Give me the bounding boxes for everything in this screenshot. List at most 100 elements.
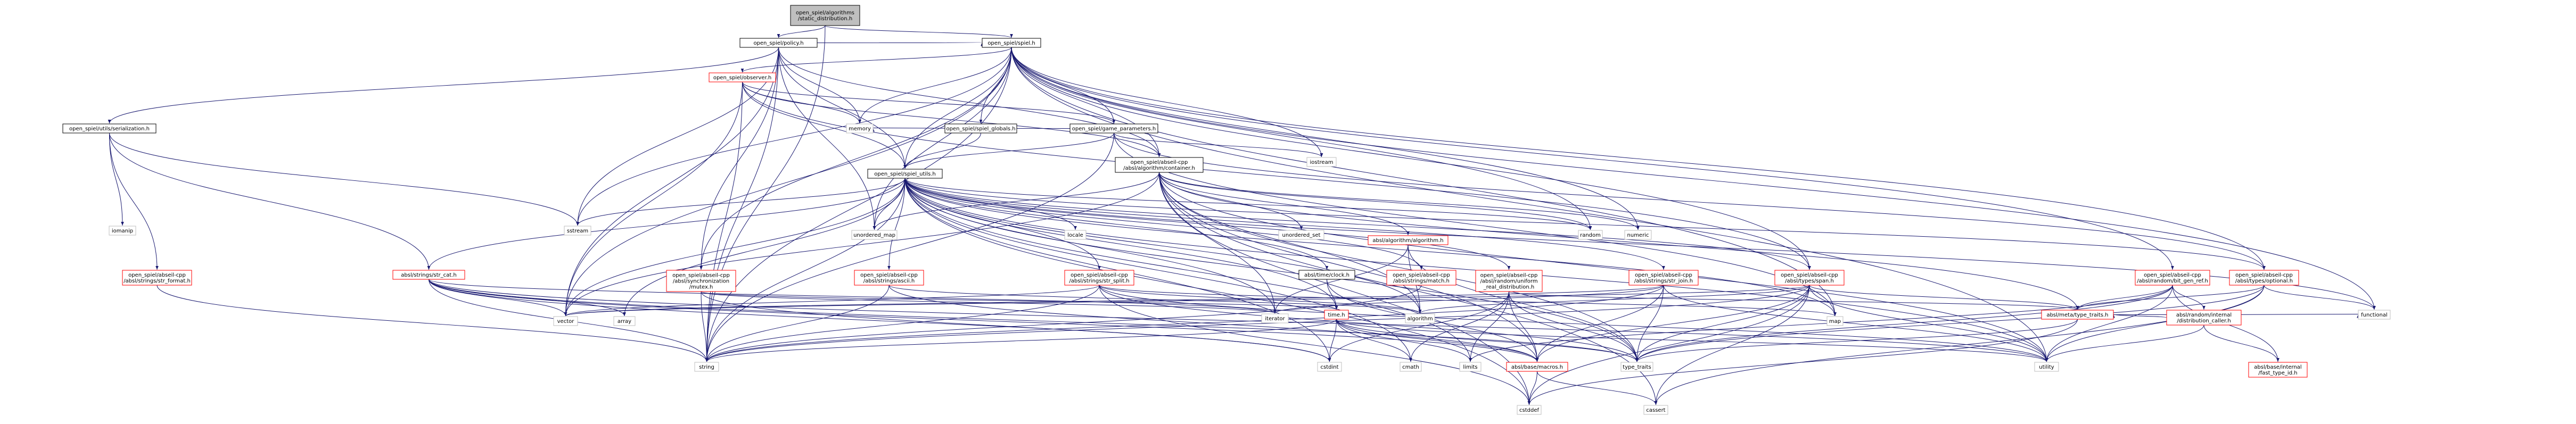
node-str_split-box (1064, 270, 1134, 286)
node-str_join[interactable]: open_spiel/abseil-cpp/absl/strings/str_j… (1628, 270, 1699, 286)
node-observer[interactable]: open_spiel/observer.h (709, 72, 776, 82)
edge-bit_gen_ref-to-type_traits_absl (2076, 285, 2173, 310)
edge-container-to-unordered_set (1159, 172, 1303, 230)
node-str_cat[interactable]: absl/strings/str_cat.h (392, 270, 465, 280)
edge-optional-to-utility (2045, 285, 2265, 362)
node-map-box (1826, 316, 1843, 326)
node-cstddef-label-0: cstddef (1519, 408, 1539, 413)
edge-observer-to-spiel_utils (742, 81, 907, 169)
node-fast_type_id[interactable]: absl/base/internal/fast_type_id.h (2248, 362, 2308, 378)
node-distribution_caller[interactable]: absl/random/internal/distribution_caller… (2166, 310, 2242, 326)
node-cmath-label-0: cmath (1402, 364, 1419, 370)
node-uniform[interactable]: open_spiel/abseil-cpp/absl/random/unifor… (1475, 270, 1543, 292)
node-iostream: iostream (1306, 157, 1337, 167)
edge-time-to-limits (1336, 319, 1472, 362)
edge-str_split-to-string (705, 285, 1100, 362)
node-clock-box (1298, 270, 1355, 280)
edge-root-to-string (705, 25, 826, 362)
node-bit_gen_ref[interactable]: open_spiel/abseil-cpp/absl/random/bit_ge… (2135, 270, 2210, 286)
node-spiel_utils[interactable]: open_spiel/spiel_utils.h (867, 169, 943, 179)
node-match-label-0: open_spiel/abseil-cpp (1393, 272, 1450, 278)
node-policy[interactable]: open_spiel/policy.h (739, 38, 818, 48)
edge-spiel_utils-to-unordered_map (873, 178, 906, 230)
node-algorithm_h[interactable]: absl/algorithm/algorithm.h (1368, 235, 1449, 245)
edge-spiel-to-spiel_globals (979, 47, 1012, 124)
node-spiel_globals[interactable]: open_spiel/spiel_globals.h (944, 123, 1017, 134)
node-numeric-label-0: numeric (1627, 232, 1649, 238)
node-match[interactable]: open_spiel/abseil-cpp/absl/strings/match… (1386, 270, 1456, 286)
node-clock[interactable]: absl/time/clock.h (1298, 270, 1355, 280)
node-span[interactable]: open_spiel/abseil-cpp/absl/types/span.h (1774, 270, 1845, 286)
edge-spiel-to-vector (564, 47, 1012, 317)
node-ascii[interactable]: open_spiel/abseil-cpp/absl/strings/ascii… (854, 270, 924, 286)
edge-policy-to-vector (564, 47, 779, 317)
edge-container-to-utility (1159, 172, 2048, 362)
node-cassert-label-0: cassert (1646, 408, 1665, 413)
node-serialization[interactable]: open_spiel/utils/serialization.h (62, 123, 157, 134)
node-container-box (1115, 157, 1204, 173)
node-distribution_caller-label-1: /distribution_caller.h (2177, 318, 2231, 324)
edge-str_join-to-type_traits (1635, 285, 1664, 362)
node-vector-label-0: vector (557, 319, 575, 325)
node-match-box (1386, 270, 1456, 286)
edge-container-to-macros (1159, 172, 1539, 362)
edge-container-to-unordered_map (873, 172, 1159, 230)
edge-mutex-to-time (701, 291, 1338, 310)
node-mutex[interactable]: open_spiel/abseil-cpp/absl/synchronizati… (666, 270, 736, 292)
node-str_split[interactable]: open_spiel/abseil-cpp/absl/strings/str_s… (1064, 270, 1134, 286)
node-observer-box (709, 72, 776, 82)
node-macros[interactable]: absl/base/macros.h (1506, 362, 1568, 372)
node-str_format[interactable]: open_spiel/abseil-cpp/absl/strings/str_f… (122, 270, 192, 286)
node-mutex-label-0: open_spiel/abseil-cpp (672, 273, 730, 279)
node-container[interactable]: open_spiel/abseil-cpp/absl/algorithm/con… (1115, 157, 1204, 173)
node-time-box (1324, 310, 1349, 320)
node-locale-label-0: locale (1067, 232, 1083, 238)
edge-str_cat-to-macros (429, 279, 1539, 362)
node-type_traits_absl[interactable]: absl/meta/type_traits.h (2041, 310, 2114, 320)
node-type_traits-label-0: type_traits (1623, 364, 1651, 370)
edge-policy-to-unordered_map (778, 47, 876, 230)
node-ascii-label-1: /absl/strings/ascii.h (863, 278, 915, 284)
node-utility-label-0: utility (2039, 364, 2054, 370)
edge-uniform-to-type_traits (1509, 291, 1639, 362)
dependency-nodes: open_spiel/algorithms/static_distributio… (62, 5, 2391, 415)
node-array-box (613, 316, 636, 326)
edge-str_join-to-macros (1535, 285, 1664, 362)
node-sstream: sstream (564, 226, 591, 236)
edge-policy-to-spiel_utils (778, 47, 907, 169)
edge-str_cat-to-utility (429, 279, 2048, 362)
node-fast_type_id-label-1: /fast_type_id.h (2258, 370, 2297, 376)
node-vector-box (553, 316, 578, 326)
edge-spiel-to-iostream (1011, 47, 1323, 157)
node-spiel[interactable]: open_spiel/spiel.h (982, 38, 1041, 48)
node-array: array (613, 316, 636, 326)
node-unordered_set-box (1278, 230, 1324, 240)
node-str_split-label-1: /absl/strings/str_split.h (1069, 278, 1129, 284)
node-str_cat-box (392, 270, 465, 280)
node-limits-box (1459, 362, 1482, 372)
node-root[interactable]: open_spiel/algorithms/static_distributio… (790, 5, 860, 26)
edge-spiel_utils-to-str_join (904, 178, 1665, 270)
node-distribution_caller-label-0: absl/random/internal (2176, 312, 2232, 318)
edge-str_split-to-map (1099, 285, 1837, 317)
edge-span-to-algorithm (1418, 285, 1810, 314)
node-str_join-box (1628, 270, 1699, 286)
node-optional[interactable]: open_spiel/abseil-cpp/absl/types/optiona… (2229, 270, 2299, 286)
edge-str_format-to-string (157, 285, 709, 362)
edge-container-to-algorithm_h (1159, 172, 1410, 236)
node-vector: vector (553, 316, 578, 326)
node-time[interactable]: time.h (1324, 310, 1349, 320)
edge-game_parameters-to-spiel_utils (903, 132, 1114, 169)
node-game_parameters[interactable]: open_spiel/game_parameters.h (1069, 123, 1158, 134)
node-type_traits-box (1620, 362, 1653, 372)
node-iterator-box (1261, 313, 1289, 323)
edge-distribution_caller-to-fast_type_id (2203, 325, 2279, 362)
edge-policy-to-container (778, 47, 1161, 157)
node-uniform-label-2: _real_distribution.h (1483, 285, 1534, 290)
node-span-label-0: open_spiel/abseil-cpp (1781, 272, 1838, 278)
node-algorithm_h-box (1368, 235, 1449, 245)
node-str_format-label-1: /absl/strings/str_format.h (124, 278, 191, 284)
edge-type_traits_absl-to-cstddef (1527, 319, 2078, 405)
node-cmath: cmath (1400, 362, 1422, 372)
node-algorithm-label-0: algorithm (1407, 316, 1433, 322)
